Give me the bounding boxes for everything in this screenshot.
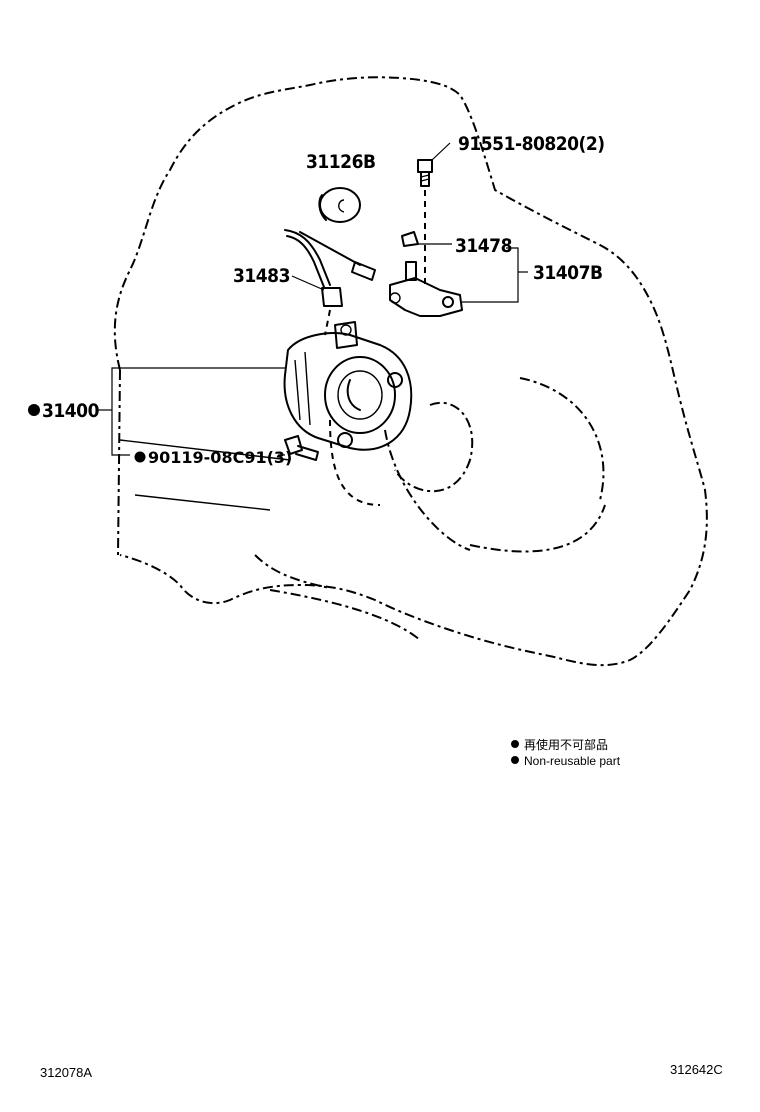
leader-91551 <box>431 142 451 161</box>
part-label-31478: 31478 <box>455 235 512 257</box>
cap-31478-icon <box>401 231 419 247</box>
plug-31126b-icon <box>318 187 361 223</box>
part-label-31407b: 31407B <box>533 262 603 284</box>
legend-dot-japanese <box>511 740 519 748</box>
non-reusable-mark-31400 <box>28 404 40 416</box>
bracket-31407b-icon <box>389 261 463 317</box>
leader-31400 <box>111 367 285 456</box>
part-label-31126b: 31126B <box>306 151 376 173</box>
leader-31407b <box>462 247 519 303</box>
transmission-housing <box>113 76 708 667</box>
legend-japanese: 再使用不可部品 <box>524 737 608 752</box>
part-label-91551: 91551-80820(2) <box>458 133 605 155</box>
legend-dot-english <box>511 756 519 764</box>
part-label-31400: 31400 <box>42 400 100 422</box>
bolt-90119-icon <box>284 435 319 461</box>
leader-31483 <box>291 275 325 291</box>
tube-31483-icon <box>284 229 376 336</box>
diagram-code-left: 312078A <box>40 1065 92 1080</box>
diagram-code-right: 312642C <box>670 1062 723 1077</box>
cylinder-31400-icon <box>283 321 413 451</box>
part-label-31483: 31483 <box>233 265 290 287</box>
part-label-90119: 90119-08C91(3) <box>148 448 292 467</box>
legend-english: Non-reusable part <box>524 754 621 768</box>
bolt-91551-icon <box>417 159 433 285</box>
non-reusable-mark-90119 <box>134 451 146 463</box>
